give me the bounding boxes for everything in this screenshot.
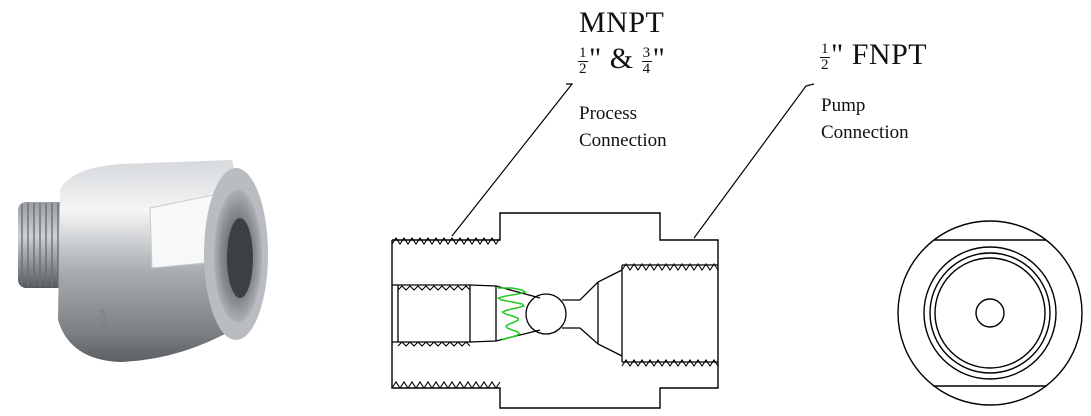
cross-section-drawing xyxy=(391,212,719,409)
check-spring xyxy=(496,287,527,341)
body-outline xyxy=(391,212,719,409)
fnpt-leader xyxy=(693,83,815,239)
pump-connection-label: Pump Connection xyxy=(821,95,909,143)
fitting-photo: PDC xyxy=(18,160,268,362)
threaded-stub xyxy=(18,202,72,288)
svg-text:PDC: PDC xyxy=(96,309,109,330)
process-connection-label: Process Connection xyxy=(579,103,667,151)
check-ball xyxy=(525,293,567,335)
end-view-drawing xyxy=(897,220,1083,406)
mnpt-leader xyxy=(451,83,574,237)
mnpt-title: MNPT xyxy=(579,6,665,39)
